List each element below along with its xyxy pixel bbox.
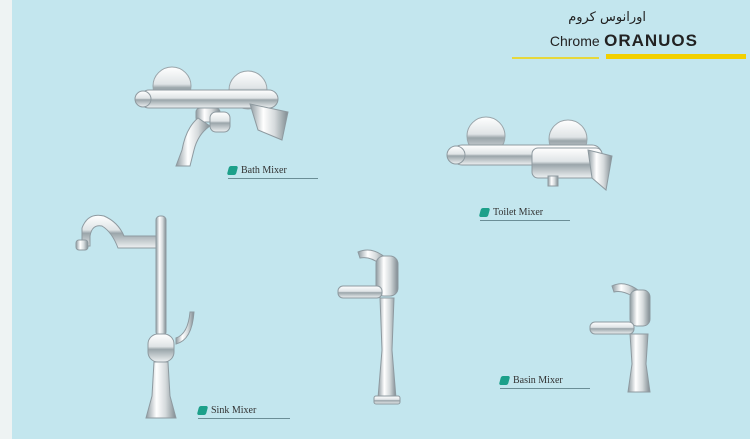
tall-basin-mixer-image bbox=[337, 249, 401, 405]
label-text: Basin Mixer bbox=[513, 375, 563, 386]
basin-mixer-image bbox=[589, 283, 651, 393]
label-marker-icon bbox=[478, 208, 491, 217]
bath-mixer-image bbox=[134, 66, 289, 167]
label-text: Bath Mixer bbox=[241, 165, 287, 176]
label-text: Toilet Mixer bbox=[493, 207, 544, 218]
catalog-header: اورانوس کروم Chrome ORANUOS bbox=[550, 10, 698, 51]
label-underline bbox=[500, 388, 590, 389]
page-edge bbox=[0, 0, 12, 439]
toilet-mixer-image bbox=[446, 116, 613, 191]
header-rule-thick bbox=[606, 54, 746, 59]
label-marker-icon bbox=[226, 166, 239, 175]
product-label-bath-mixer: Bath Mixer bbox=[226, 165, 318, 179]
finish-label: Chrome bbox=[549, 33, 600, 49]
label-marker-icon bbox=[196, 406, 209, 415]
product-label-basin-mixer: Basin Mixer bbox=[498, 375, 590, 389]
header-rule-thin bbox=[512, 57, 599, 59]
label-underline bbox=[480, 220, 570, 221]
label-marker-icon bbox=[498, 376, 511, 385]
sink-mixer-image bbox=[75, 214, 195, 419]
product-label-sink-mixer: Sink Mixer bbox=[196, 405, 290, 419]
label-underline bbox=[228, 178, 318, 179]
collection-title: Chrome ORANUOS bbox=[550, 31, 698, 51]
product-label-toilet-mixer: Toilet Mixer bbox=[478, 207, 570, 221]
collection-name: ORANUOS bbox=[604, 31, 698, 50]
label-text: Sink Mixer bbox=[211, 405, 257, 416]
arabic-title: اورانوس کروم bbox=[568, 10, 646, 25]
label-underline bbox=[198, 418, 290, 419]
